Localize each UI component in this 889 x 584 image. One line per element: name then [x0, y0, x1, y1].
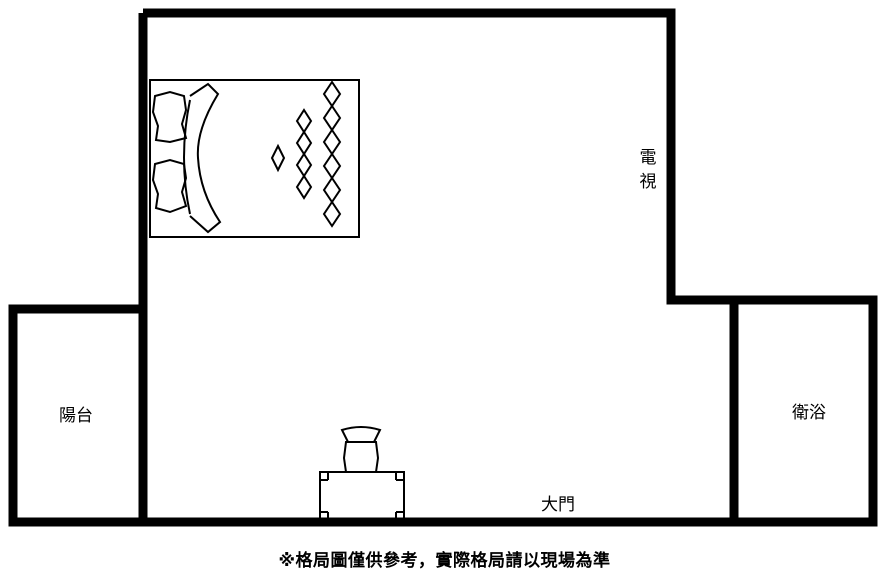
balcony-wall — [8, 304, 148, 527]
tv-label-char-1: 電 — [639, 148, 657, 168]
door-label: 大門 — [541, 495, 575, 515]
desk-icon — [319, 471, 405, 521]
walls — [8, 8, 878, 527]
chair-icon — [340, 426, 382, 473]
bathroom-label: 衛浴 — [792, 403, 826, 423]
disclaimer-note: ※格局圖僅供參考，實際格局請以現場為準 — [278, 551, 611, 571]
bed-icon — [149, 79, 360, 238]
bathroom-wall — [729, 295, 878, 527]
tv-label: 電 視 — [637, 146, 659, 194]
balcony-label: 陽台 — [59, 406, 93, 426]
tv-label-char-2: 視 — [639, 172, 657, 192]
